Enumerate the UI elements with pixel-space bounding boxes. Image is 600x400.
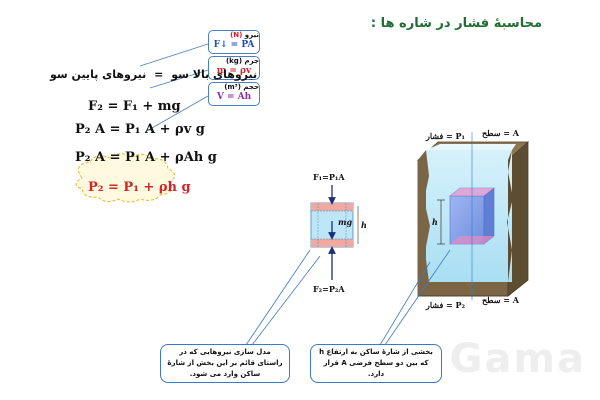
cloud-highlight [75, 153, 175, 203]
upward-forces-label: نیروهای بالا سو [171, 68, 258, 81]
tank-top-area: سطح = A [482, 128, 519, 138]
equation-3: P₂ A = P₁ A + ρAh g [75, 150, 217, 165]
equals-sign: = [154, 68, 164, 81]
force-box: نیرو (N) F↓ = PA [208, 30, 260, 54]
force-unit: (N) [230, 31, 243, 39]
block-height-label: h [361, 220, 367, 230]
equation-1: F₂ = F₁ + mg [88, 99, 181, 114]
section-callout: بخشی از شارهٔ ساکن به ارتفاع h که بین دو… [310, 344, 442, 383]
downward-forces-label: نیروهای پایین سو [50, 68, 147, 81]
force-balance-header: نیروهای بالا سو = نیروهای پایین سو [50, 68, 257, 81]
mass-box: جرم (kg) m = ρv [208, 56, 260, 80]
force-formula: F↓ = PA [213, 40, 255, 50]
volume-label: حجم [243, 83, 259, 91]
fluid-block-model [310, 185, 359, 280]
tank-bottom-area: سطح = A [482, 295, 519, 305]
equation-2: P₂ A = P₁ A + ρv g [75, 122, 205, 137]
volume-formula: V = Ah [216, 92, 252, 102]
tank-top-pressure: فشار = P₁ [426, 131, 466, 141]
tank-bottom-pressure: فشار = P₂ [426, 300, 466, 310]
mass-formula: m = ρv [216, 66, 252, 76]
equation-final: P₂ = P₁ + ρh g [88, 180, 191, 195]
callout-pointers [245, 249, 451, 346]
mass-unit: (kg) [225, 57, 243, 65]
leader-lines [139, 43, 209, 133]
tank-diagram [416, 132, 530, 300]
page-title: محاسبهٔ فشار در شاره ها : [370, 16, 542, 31]
mass-label: جرم [244, 57, 259, 65]
bottom-force-label: F₂=P₂A [313, 284, 345, 294]
force-label: نیرو [244, 31, 259, 39]
tank-height-label: h [432, 217, 438, 227]
volume-unit: (m³) [224, 83, 241, 91]
gama-logo: Gama [449, 336, 586, 382]
weight-label: mg [338, 217, 353, 227]
top-force-label: F₁=P₁A [313, 172, 345, 182]
model-callout: مدل سازی نیروهایی که در راستای قائم بر ا… [160, 344, 290, 383]
volume-box: حجم (m³) V = Ah [208, 82, 260, 106]
